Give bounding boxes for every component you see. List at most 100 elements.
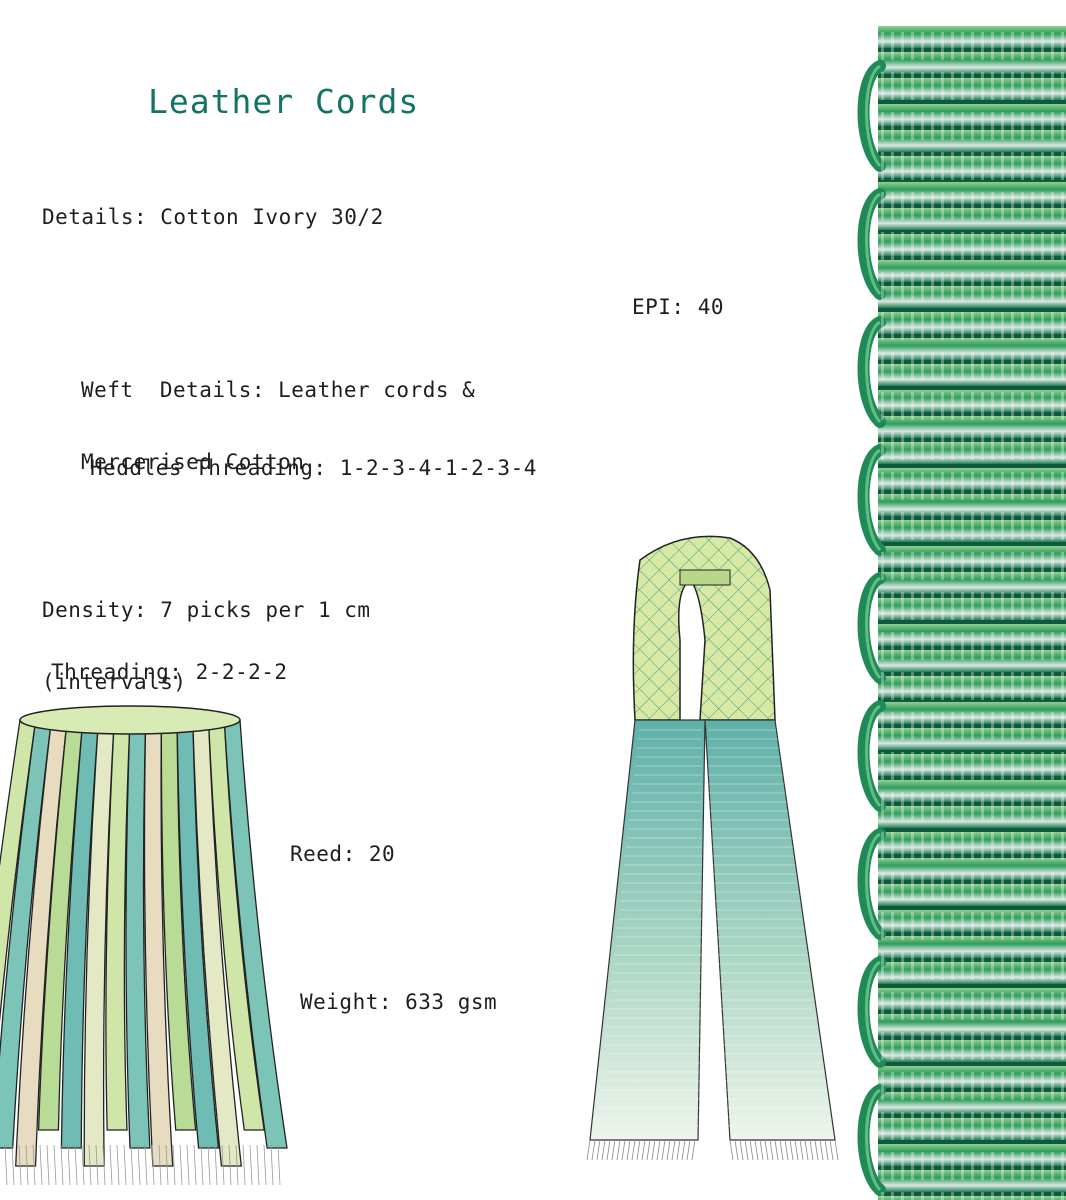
skirt-pleat	[125, 719, 151, 1149]
density-line1: Density: 7 picks per 1 cm	[42, 598, 371, 622]
scarf-weave-lines	[595, 729, 832, 1127]
skirt-fringe-strand	[228, 1144, 232, 1186]
skirt-fringe-strand	[207, 1144, 211, 1186]
scarf-fringe-strand	[636, 1139, 641, 1161]
skirt-pleat	[0, 719, 37, 1023]
scarf-fringe-strand	[749, 1139, 754, 1161]
scarf-fringe-strand	[734, 1139, 739, 1161]
skirt-fringe-strand	[151, 1144, 155, 1186]
scarf-neckband	[679, 569, 731, 586]
fabric-cord-highlight	[865, 832, 882, 936]
scarf-fringe-strand	[759, 1139, 764, 1161]
skirt-fringe-strand	[88, 1144, 92, 1186]
weft-details-block: Weft Details: Leather cords & Mercerised…	[81, 330, 475, 498]
skirt-fringe-strand	[263, 1144, 267, 1186]
skirt-fringe-strand	[179, 1144, 183, 1186]
skirt-pleat	[176, 719, 220, 1149]
density-line2: (intervals)	[42, 670, 187, 694]
scarf-fringe-strand	[666, 1139, 671, 1161]
weft-details-line1: Weft Details: Leather cords &	[81, 378, 476, 402]
scarf-fringe-strand	[641, 1139, 646, 1161]
pleated-skirt-illustration	[0, 705, 288, 1186]
skirt-fringe-strand	[60, 1144, 64, 1186]
skirt-pleat	[160, 719, 197, 1131]
scarf-fringe-strand	[789, 1139, 794, 1161]
fabric-cord-highlight	[865, 64, 882, 168]
scarf-fringe-strand	[799, 1139, 804, 1161]
scarf-fringe-strand	[784, 1139, 789, 1161]
scarf-right-tail	[704, 719, 836, 1141]
skirt-pleat	[223, 719, 288, 1149]
scarf-fringe-strand	[591, 1139, 596, 1161]
skirt-fringe-strand	[46, 1144, 50, 1186]
scarf-collar	[632, 535, 776, 721]
skirt-pleat	[60, 719, 100, 1149]
skirt-fringe-strand	[200, 1144, 204, 1186]
scarf-fringe-strand	[774, 1139, 779, 1161]
scarf-fringe-strand	[611, 1139, 616, 1161]
weft-details-line2: Mercerised Cotton	[81, 450, 305, 474]
scarf-fringe-strand	[671, 1139, 676, 1161]
skirt-fringe-strand	[81, 1144, 85, 1186]
skirt-pleat	[192, 719, 243, 1167]
skirt-fringe-strand	[249, 1144, 253, 1186]
scarf-fringe-strand	[829, 1139, 834, 1161]
scarf-fringe-strand	[729, 1139, 734, 1161]
scarf-fringe-strand	[606, 1139, 611, 1161]
skirt-fringe-strand	[4, 1144, 8, 1186]
scarf-fringe-strand	[676, 1139, 681, 1161]
skirt-pleat	[143, 719, 174, 1167]
scarf-fringe-strand	[744, 1139, 749, 1161]
scarf-fringe-strand	[596, 1139, 601, 1161]
fabric-cord-highlight	[865, 960, 882, 1064]
scarf-fringe-strand	[616, 1139, 621, 1161]
skirt-fringe-strand	[221, 1144, 225, 1186]
skirt-fringe-strand	[270, 1144, 274, 1186]
scarf-fringe-strand	[601, 1139, 606, 1161]
skirt-fringe-strand	[158, 1144, 162, 1186]
skirt-fringe-strand	[130, 1144, 134, 1186]
skirt-pleat	[0, 719, 53, 1149]
fabric-cord-highlight	[865, 320, 882, 424]
fabric-cord-highlight	[865, 448, 882, 552]
skirt-pleat	[105, 719, 131, 1131]
weight-text: Weight: 633 gsm	[300, 990, 498, 1014]
woven-fabric-swatch	[857, 26, 1066, 1200]
warp-details-text: Details: Cotton Ivory 30/2	[42, 205, 384, 229]
skirt-fringe-strand	[123, 1144, 127, 1186]
scarf-fringe-strand	[661, 1139, 666, 1161]
scarf-fringe-strand	[779, 1139, 784, 1161]
heddles-threading-text: Heddles Threading: 1-2-3-4-1-2-3-4	[90, 456, 537, 480]
fabric-cord-highlight	[865, 576, 882, 680]
scarf-fringe-strand	[626, 1139, 631, 1161]
scarf-fringe-strand	[739, 1139, 744, 1161]
skirt-fringe-strand	[144, 1144, 148, 1186]
scarf-fringe-strand	[651, 1139, 656, 1161]
skirt-fringe-strand	[18, 1144, 22, 1186]
skirt-fringe-strand	[39, 1144, 43, 1186]
scarf-fringe	[586, 1139, 839, 1161]
scarf-fringe-strand	[681, 1139, 686, 1161]
skirt-fringe-strand	[109, 1144, 113, 1186]
scarf-fringe-strand	[691, 1139, 696, 1161]
skirt-fringe-strand	[214, 1144, 218, 1186]
skirt-fringe-strand	[235, 1144, 239, 1186]
scarf-fringe-strand	[621, 1139, 626, 1161]
skirt-fringe-strand	[193, 1144, 197, 1186]
scarf-fringe-strand	[686, 1139, 691, 1161]
page-title: Leather Cords	[148, 82, 420, 121]
skirt-fringe-strand	[95, 1144, 99, 1186]
skirt-fringe-strand	[172, 1144, 176, 1186]
skirt-fringe-strand	[116, 1144, 120, 1186]
fabric-cord-highlight	[865, 704, 882, 808]
skirt-fringe-strand	[137, 1144, 141, 1186]
fabric-cord-highlight	[865, 192, 882, 296]
scarf-illustration	[586, 535, 839, 1161]
skirt-fringe-strand	[32, 1144, 36, 1186]
skirt-fringe-strand	[242, 1144, 246, 1186]
skirt-fringe-strand	[165, 1144, 169, 1186]
reed-text: Reed: 20	[290, 842, 396, 866]
skirt-fringe-strand	[11, 1144, 15, 1186]
fabric-cord-highlight	[865, 1088, 882, 1192]
skirt-fringe-strand	[25, 1144, 29, 1186]
